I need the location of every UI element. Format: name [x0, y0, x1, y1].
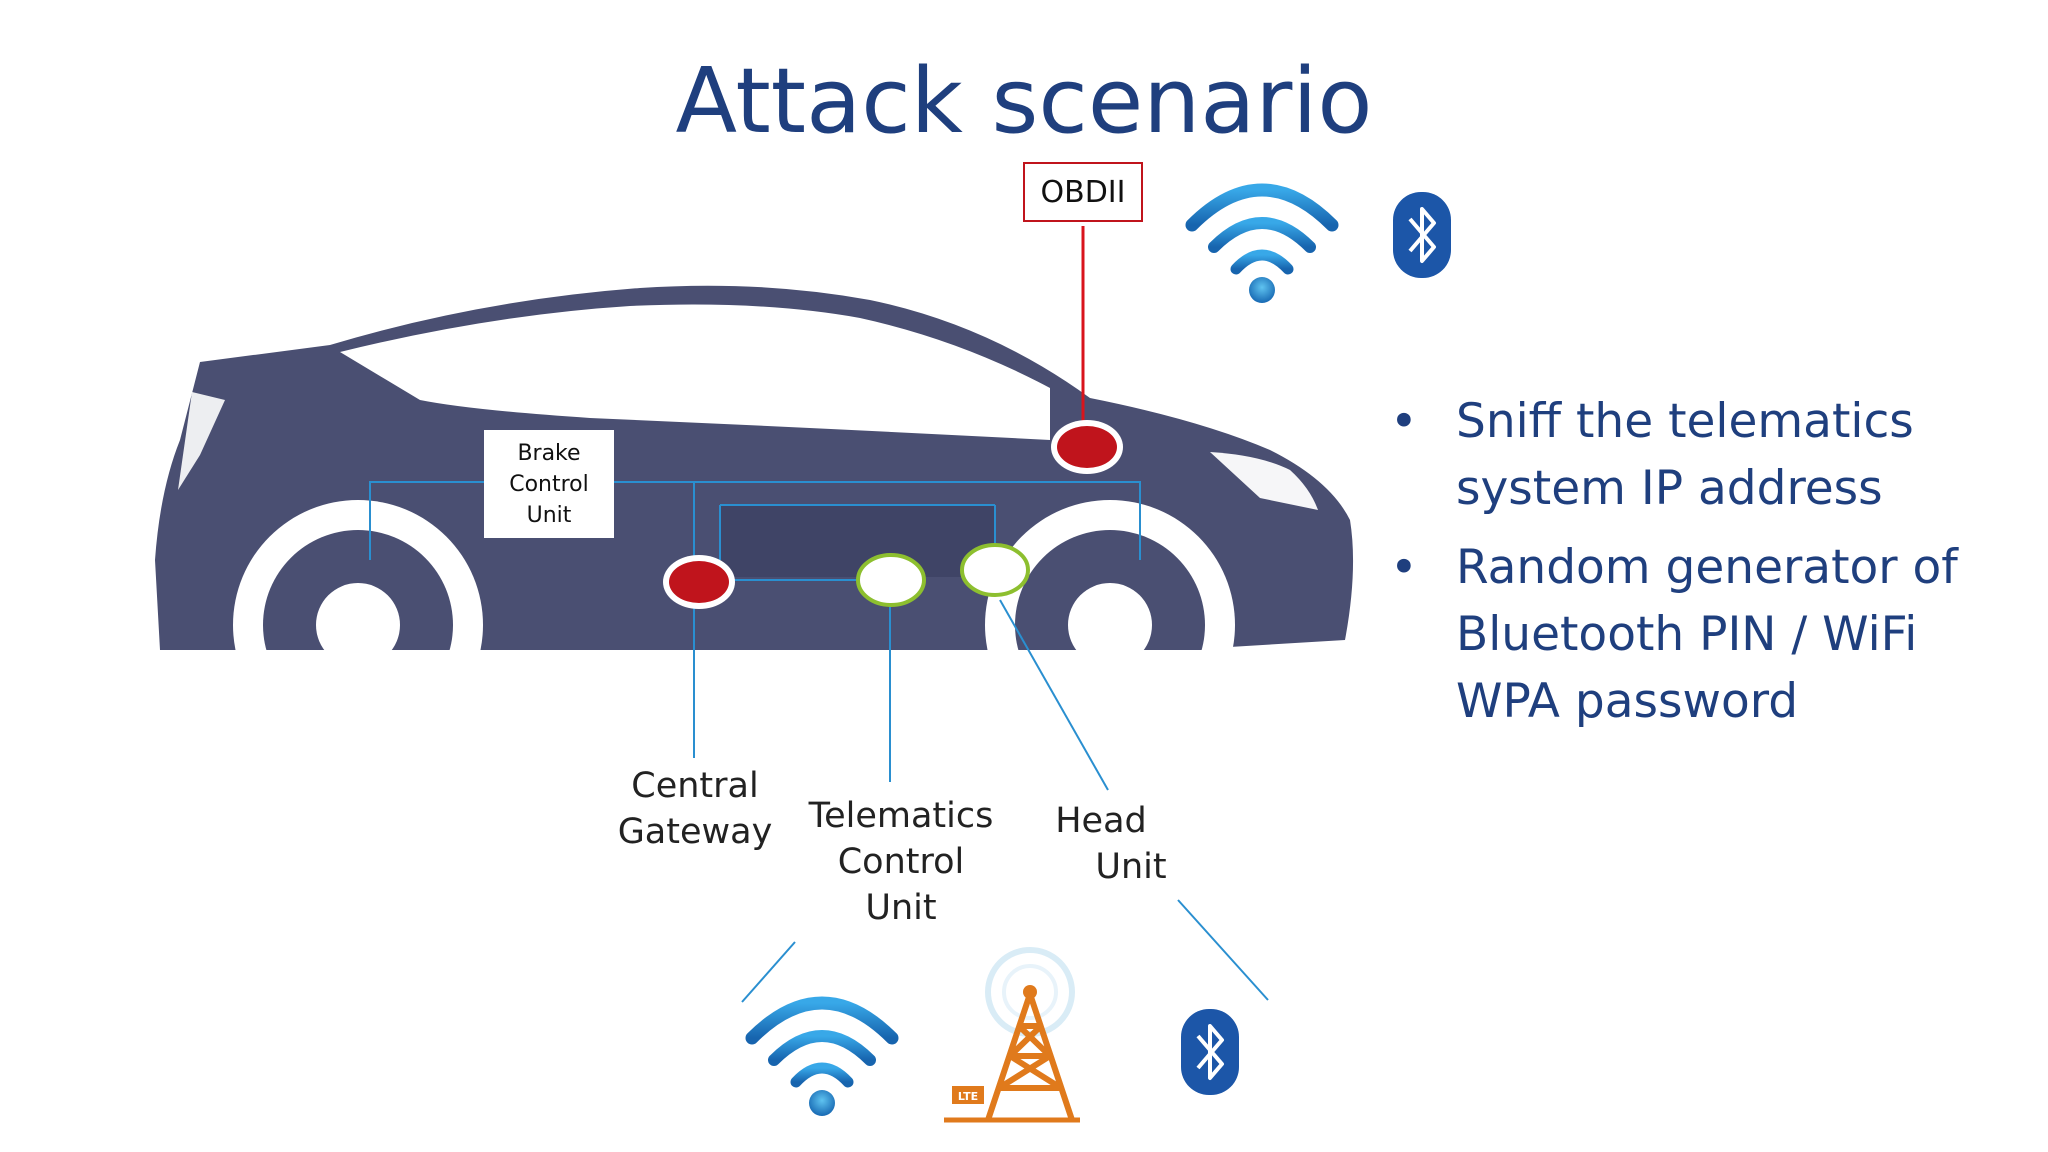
ecu-obd-port	[1051, 420, 1123, 474]
wifi-icon	[1185, 183, 1339, 303]
brake-unit-line: Unit	[526, 502, 572, 528]
car-silhouette	[150, 285, 1380, 770]
ecu-central-gateway	[663, 555, 735, 609]
attack-steps-list: Sniff the telematics system IP address R…	[1390, 388, 2010, 747]
bluetooth-icon	[1181, 1009, 1239, 1095]
label-line: Gateway	[617, 812, 773, 852]
obd-label-text: OBDII	[1040, 174, 1126, 210]
bluetooth-icon	[1393, 192, 1451, 278]
head-unit-label: Head Unit	[1040, 798, 1190, 890]
attack-step-item: Sniff the telematics system IP address	[1390, 388, 2010, 522]
brake-control-unit-box: Brake Control Unit	[484, 430, 614, 538]
attack-step-item: Random generator of Bluetooth PIN / WiFi…	[1390, 534, 2010, 735]
label-line: Control	[837, 842, 965, 882]
central-gateway-label: Central Gateway	[610, 763, 780, 855]
slide-title: Attack scenario	[675, 49, 1373, 154]
telematics-control-unit-label: Telematics Control Unit	[806, 793, 996, 931]
label-line: Head	[1055, 801, 1147, 841]
obd-port-label: OBDII	[1023, 162, 1143, 222]
label-line: Unit	[1095, 847, 1167, 887]
tower-badge-label: LTE	[958, 1090, 978, 1103]
brake-unit-line: Brake	[517, 440, 581, 466]
label-line: Unit	[865, 888, 937, 928]
ecu-telematics-control-unit	[856, 553, 926, 607]
label-line: Telematics	[808, 796, 994, 836]
brake-unit-line: Control	[509, 471, 589, 497]
label-line: Central	[631, 766, 759, 806]
ecu-head-unit	[960, 543, 1030, 597]
cell-tower-icon: LTE	[944, 947, 1080, 1123]
wifi-icon	[745, 996, 899, 1116]
